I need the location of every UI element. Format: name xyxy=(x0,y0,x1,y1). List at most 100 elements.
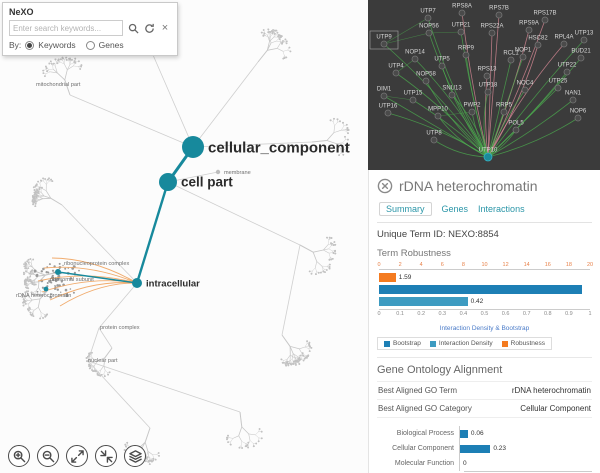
tree-term-label[interactable]: mitochondrial part xyxy=(36,82,81,88)
network-node[interactable]: UTP10 xyxy=(479,148,498,162)
bottom-axis-label: Interaction Density & Bootstrap xyxy=(439,325,530,332)
network-node[interactable]: HSC82 xyxy=(528,36,548,49)
network-node[interactable]: RPS9A xyxy=(519,21,539,34)
tree-term-label[interactable]: protein complex xyxy=(100,325,140,331)
zoom-in-button[interactable] xyxy=(8,445,30,467)
network-node[interactable]: UTP22 xyxy=(558,63,577,76)
clear-search-icon[interactable]: × xyxy=(161,22,169,34)
network-node[interactable]: PWP2 xyxy=(463,103,481,116)
zoom-out-button[interactable] xyxy=(37,445,59,467)
axis-tick: 0.8 xyxy=(543,311,552,317)
network-node[interactable]: BUD21 xyxy=(571,49,591,62)
network-node-label: UTP16 xyxy=(379,104,398,110)
radio-keywords[interactable] xyxy=(25,40,35,50)
network-node-label: NAN1 xyxy=(565,91,582,97)
axis-tick: 6 xyxy=(440,262,444,268)
tree-term-label[interactable]: ribosomal subunit xyxy=(50,277,94,283)
network-node-label: UTP15 xyxy=(404,91,423,97)
network-node[interactable]: UTP8 xyxy=(426,131,442,144)
axis-tick: 0.1 xyxy=(396,311,404,317)
network-node-label: NOP1 xyxy=(515,48,532,54)
network-node[interactable]: UTP5 xyxy=(434,57,450,70)
axis-tick: 0.5 xyxy=(480,311,489,317)
tree-branches xyxy=(21,9,350,465)
network-node[interactable]: UTP15 xyxy=(404,91,423,104)
unique-term-id: Unique Term ID: NEXO:8854 xyxy=(377,229,592,240)
legend-swatch xyxy=(429,340,436,347)
network-node-label: UTP7 xyxy=(420,9,436,15)
network-node[interactable]: UTP25 xyxy=(549,79,568,92)
axis-tick: 0 xyxy=(377,262,381,268)
network-node[interactable]: RPS7B xyxy=(489,6,509,19)
legend-swatch xyxy=(501,340,508,347)
network-node[interactable]: NOP58 xyxy=(416,72,436,85)
go-category-label: Best Aligned GO Category xyxy=(378,404,472,413)
reset-view-button[interactable] xyxy=(95,445,117,467)
tree-term-label[interactable]: membrane xyxy=(224,170,251,176)
go-term-label: Best Aligned GO Term xyxy=(378,386,457,395)
network-node[interactable]: NOP56 xyxy=(419,24,439,37)
network-node[interactable]: UTP13 xyxy=(575,31,594,44)
refresh-icon[interactable] xyxy=(143,22,155,34)
unique-term-value: NEXO:8854 xyxy=(448,229,499,240)
table-row: Best Aligned GO Category Cellular Compon… xyxy=(377,400,592,418)
tree-node-label: intracellular xyxy=(146,278,200,289)
network-node[interactable]: SNU13 xyxy=(442,86,462,99)
go-score-value: 0 xyxy=(463,460,467,467)
search-icon[interactable] xyxy=(127,22,139,34)
table-row: Best Aligned GO Term rDNA heterochromati… xyxy=(377,382,592,400)
collapse-icon xyxy=(99,449,113,463)
network-node-label: UTP8 xyxy=(426,131,442,137)
network-node[interactable]: UTP7 xyxy=(420,9,436,22)
radio-genes[interactable] xyxy=(85,40,95,50)
network-node-label: RPS7B xyxy=(489,6,509,12)
tab-genes[interactable]: Genes xyxy=(441,204,469,214)
tree-node-cell_part[interactable]: cell part xyxy=(159,173,233,191)
tree-term-label[interactable]: rDNA heterochromatin xyxy=(16,293,71,299)
network-node-label: UTP13 xyxy=(575,31,594,37)
tree-node-intracellular[interactable]: intracellular xyxy=(132,278,200,289)
fit-to-screen-button[interactable] xyxy=(66,445,88,467)
network-node[interactable]: UTP16 xyxy=(379,104,398,117)
go-score-category: Molecular Function xyxy=(394,460,454,467)
interaction-network-panel[interactable]: UTP7 RPS8A RPS7B RPS17B UTP9 NOP56 UTP21 RPS22A… xyxy=(368,0,600,170)
close-icon[interactable] xyxy=(377,178,393,194)
network-node[interactable]: MPP10 xyxy=(428,107,448,120)
network-node[interactable]: UTP18 xyxy=(479,83,498,96)
tree-term-label[interactable]: ribonucleoprotein complex xyxy=(64,261,130,267)
network-node[interactable]: NAN1 xyxy=(565,91,582,104)
tab-summary[interactable]: Summary xyxy=(379,202,432,216)
network-node[interactable]: RCL1 xyxy=(503,51,519,64)
network-node-label: UTP18 xyxy=(479,83,498,89)
go-score-barzone: 0 xyxy=(459,456,592,471)
network-node[interactable]: NOC4 xyxy=(517,81,534,94)
tree-term-label[interactable]: nuclear part xyxy=(88,358,118,364)
zoom-in-icon xyxy=(13,450,25,462)
interaction-network-svg[interactable]: UTP7 RPS8A RPS7B RPS17B UTP9 NOP56 UTP21 RPS22A… xyxy=(368,0,600,170)
network-node[interactable]: RRP9 xyxy=(458,46,475,59)
network-node[interactable]: RRP5 xyxy=(496,103,513,116)
network-node[interactable]: DIM1 xyxy=(377,87,392,100)
network-node[interactable]: NOP14 xyxy=(405,50,425,63)
network-node[interactable]: RPS17B xyxy=(533,11,557,24)
network-node[interactable]: RPS8A xyxy=(452,4,472,17)
network-node[interactable]: NOP1 xyxy=(515,48,532,61)
network-node[interactable]: UTP21 xyxy=(452,23,471,36)
tree-node-cellular_component[interactable]: cellular_component xyxy=(182,136,350,158)
network-node[interactable]: UTP4 xyxy=(388,64,404,77)
network-node[interactable]: NOP6 xyxy=(570,109,587,122)
network-node-label: UTP9 xyxy=(376,35,392,41)
network-node[interactable]: RPL4A xyxy=(554,35,574,48)
network-node[interactable]: POL5 xyxy=(508,121,524,134)
search-input[interactable] xyxy=(13,23,119,33)
tab-interactions[interactable]: Interactions xyxy=(478,204,525,214)
network-node[interactable]: RPS22A xyxy=(480,24,504,37)
network-node[interactable]: UTP9 xyxy=(369,30,399,50)
layers-button[interactable] xyxy=(124,445,146,467)
network-node[interactable]: RPS13 xyxy=(477,67,497,80)
